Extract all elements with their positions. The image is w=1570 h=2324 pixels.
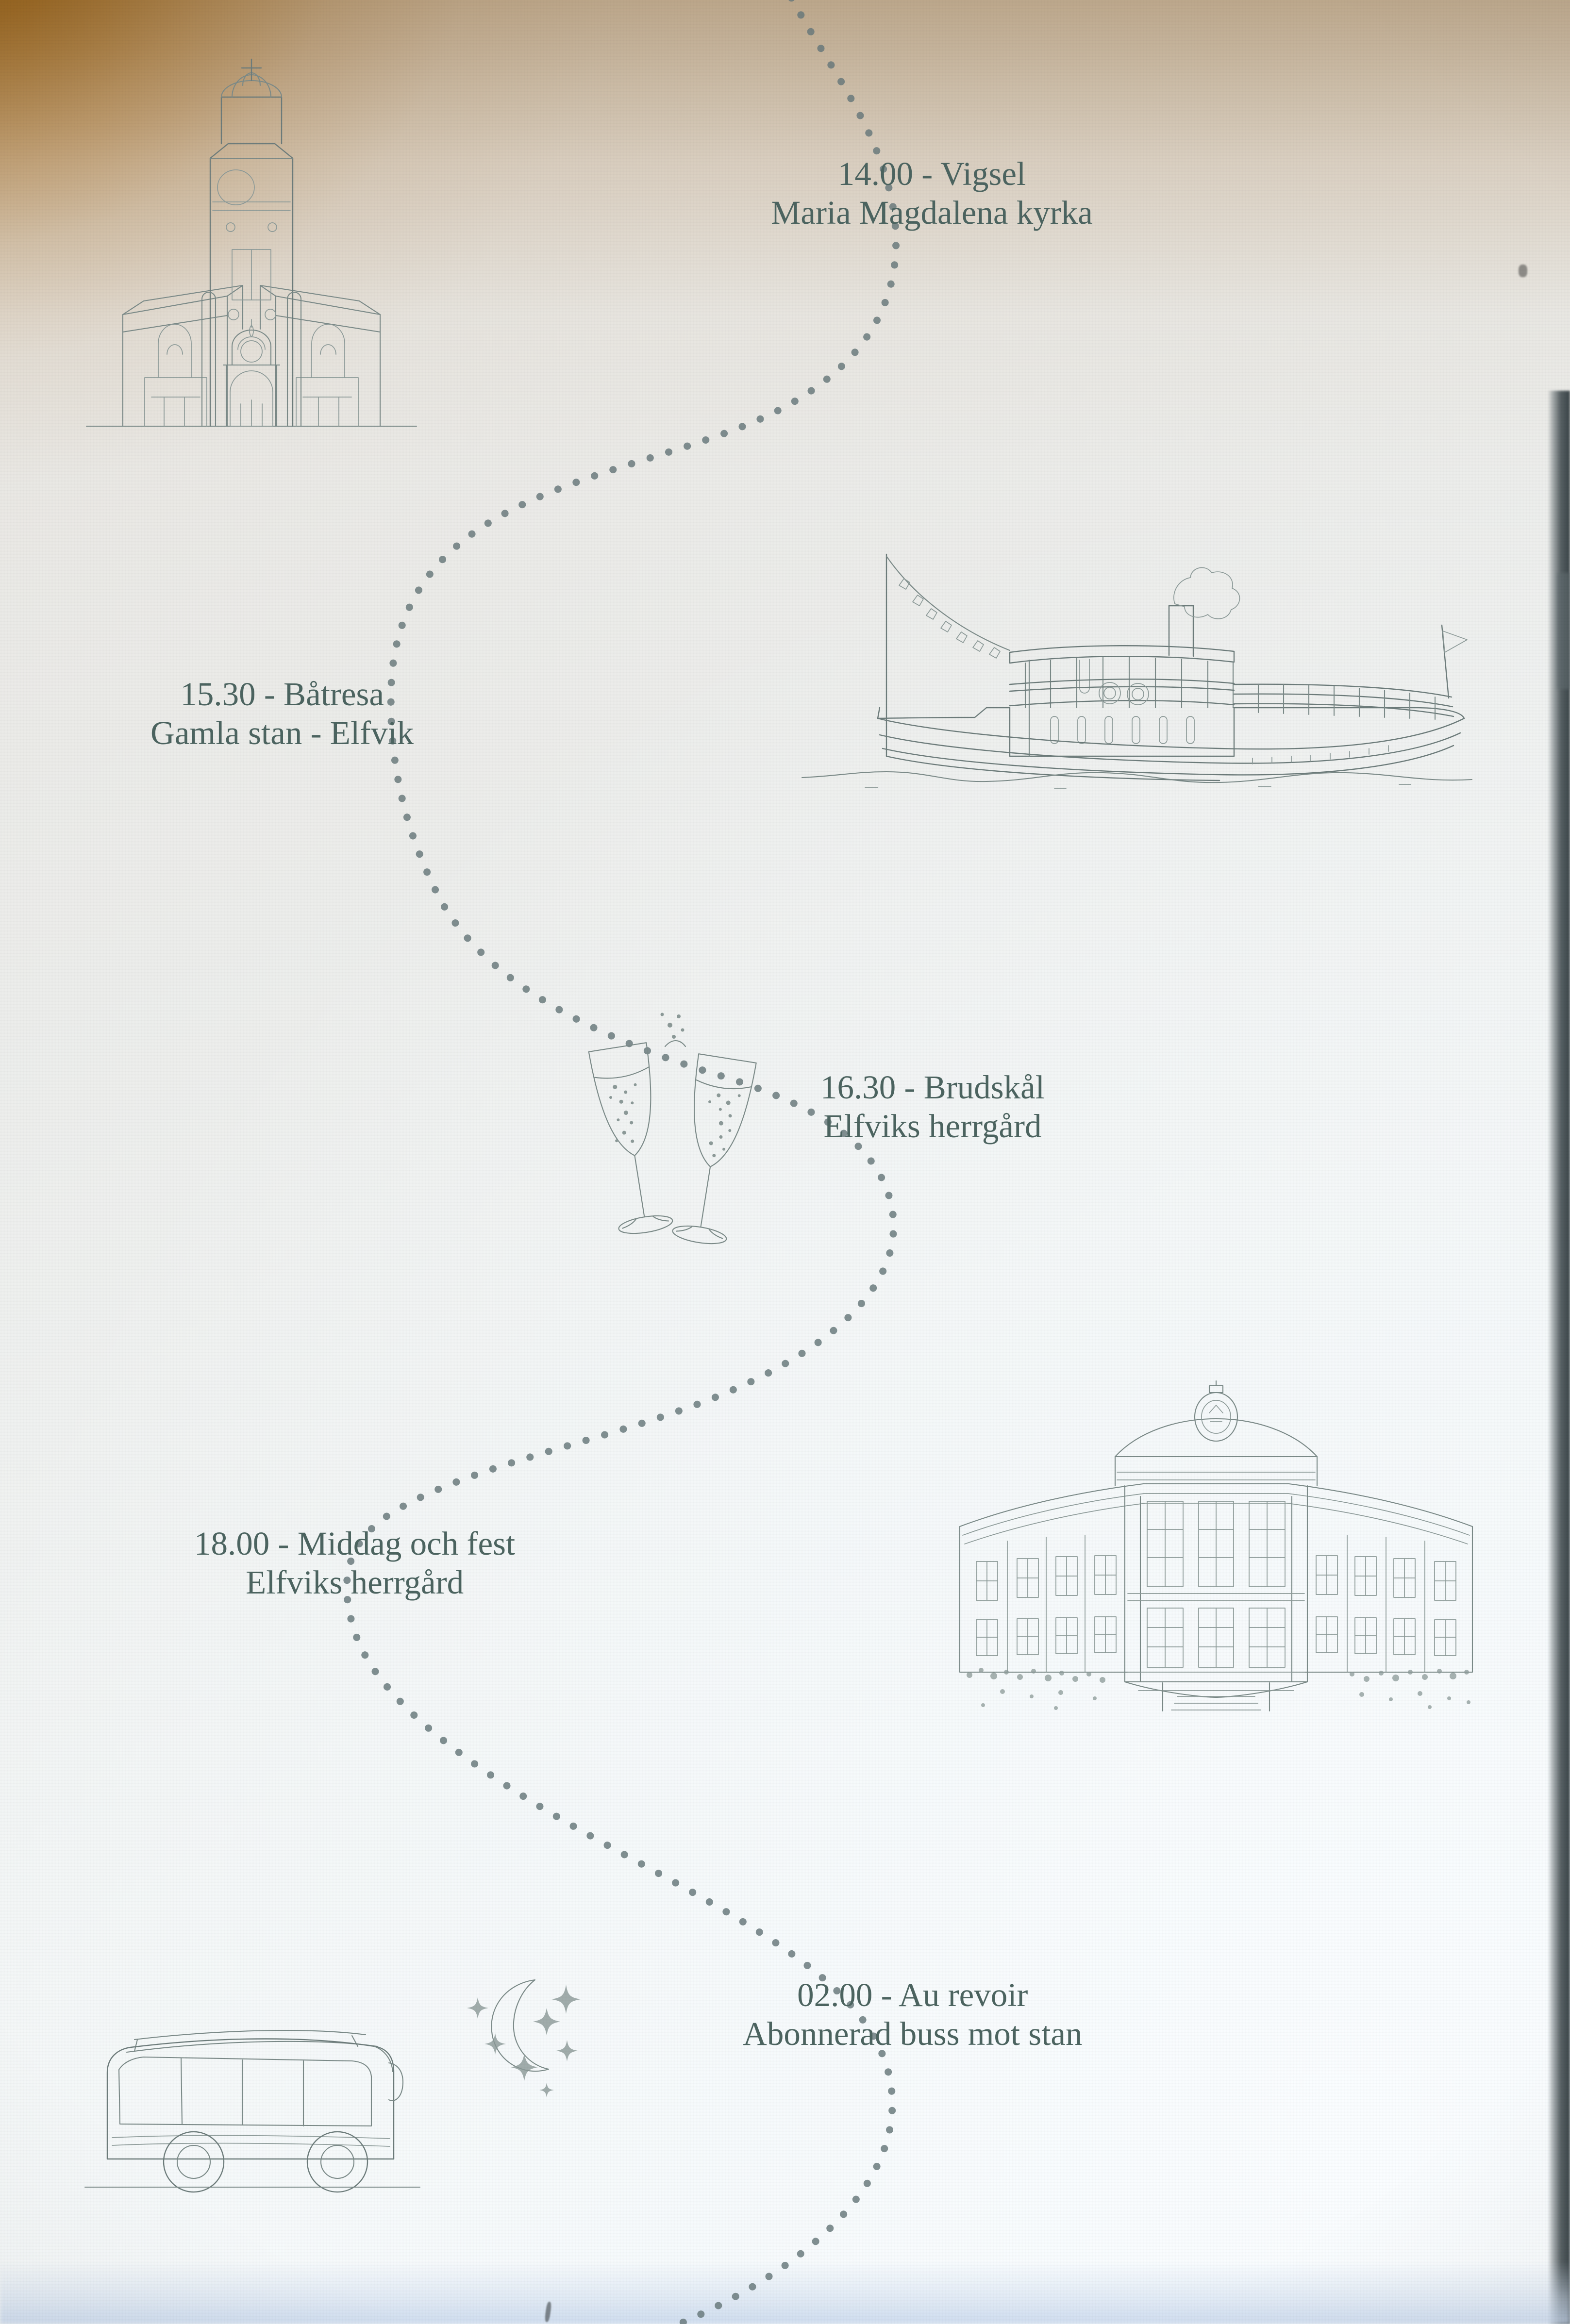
church-icon <box>72 57 431 446</box>
entry-time-title: 15.30 - Båtresa <box>150 675 414 714</box>
photo-right-edge-shadow-secondary <box>1557 573 1570 689</box>
timeline-entry-middag: 18.00 - Middag och fest Elfviks herrgård <box>194 1524 515 1602</box>
entry-time-title: 14.00 - Vigsel <box>771 154 1093 193</box>
entry-place: Abonnerad buss mot stan <box>743 2014 1083 2053</box>
steamboat-icon <box>783 548 1477 790</box>
warm-top-glow <box>0 0 1570 476</box>
bus-icon <box>80 1999 439 2203</box>
timeline-entry-batresa: 15.30 - Båtresa Gamla stan - Elfvik <box>150 675 414 752</box>
entry-time-title: 02.00 - Au revoir <box>743 1975 1083 2014</box>
entry-place: Maria Magdalena kyrka <box>771 193 1093 232</box>
photo-bottom-light-band <box>0 2261 1570 2324</box>
timeline-entry-aurevoir: 02.00 - Au revoir Abonnerad buss mot sta… <box>743 1975 1083 2053</box>
entry-place: Elfviks herrgård <box>820 1107 1045 1145</box>
paper-speck <box>1519 265 1527 277</box>
entry-time-title: 18.00 - Middag och fest <box>194 1524 515 1563</box>
timeline-entry-vigsel: 14.00 - Vigsel Maria Magdalena kyrka <box>771 154 1093 232</box>
entry-place: Gamla stan - Elfvik <box>150 714 414 752</box>
champagne-glasses-icon <box>557 1000 790 1281</box>
photo-right-edge-shadow <box>1548 391 1570 2324</box>
timeline-entry-brudskal: 16.30 - Brudskål Elfviks herrgård <box>820 1068 1045 1145</box>
moon-and-stars-icon <box>451 1968 612 2114</box>
entry-place: Elfviks herrgård <box>194 1563 515 1602</box>
warm-corner-glow <box>0 0 850 728</box>
manor-house-icon <box>935 1380 1498 1712</box>
entry-time-title: 16.30 - Brudskål <box>820 1068 1045 1107</box>
